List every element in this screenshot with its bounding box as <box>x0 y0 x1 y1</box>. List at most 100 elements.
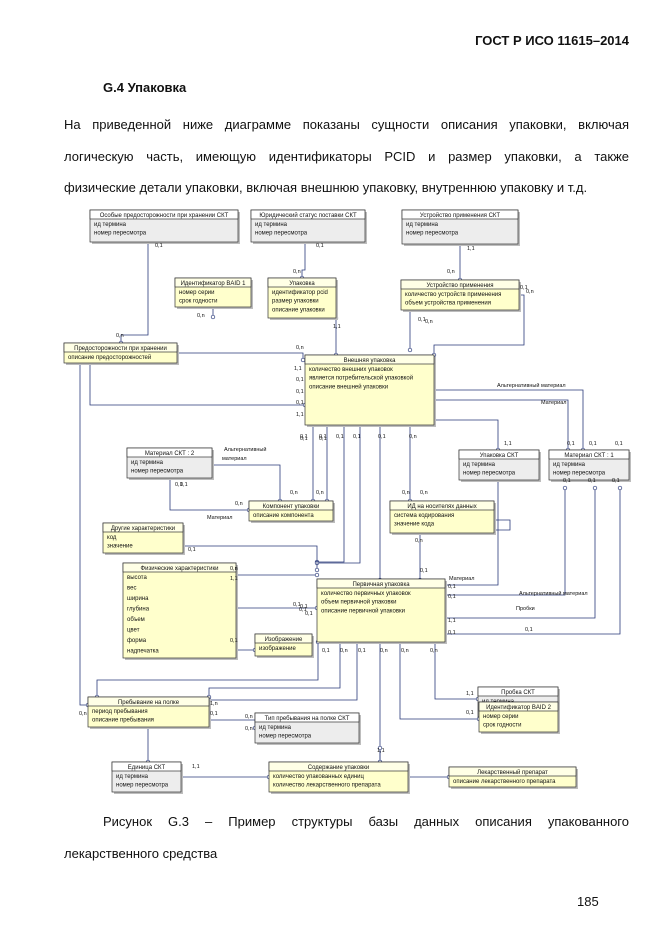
cardinality-marker <box>592 485 598 491</box>
entity-attribute: описание предосторожностей <box>68 354 151 361</box>
entity-attribute: номер пересмотра <box>131 469 184 475</box>
cardinality-label: 0,1 <box>588 478 596 484</box>
cardinality-label: Материал <box>207 515 233 521</box>
relationship-line <box>301 242 306 278</box>
cardinality-label: 0,1 <box>466 710 474 716</box>
entity-attribute: изображение <box>259 646 296 652</box>
relationship-line <box>445 488 566 596</box>
entity-e1: Особые предосторожности при хранении СКТ… <box>89 209 240 244</box>
relationship-line <box>96 642 319 697</box>
cardinality-label: 0,n <box>340 648 348 654</box>
entity-attribute: номер пересмотра <box>94 231 147 237</box>
entity-attribute: система кодирования <box>394 513 454 519</box>
relationship-line <box>433 294 525 355</box>
cardinality-label: 0,1 <box>418 317 426 323</box>
cardinality-label: 0,n <box>235 501 243 507</box>
entity-attribute: описание упаковки <box>272 307 325 313</box>
cardinality-marker <box>314 567 320 573</box>
cardinality-label: 1,1 <box>504 441 512 447</box>
entity-title: Предосторожности при хранении <box>74 346 167 352</box>
entity-attribute: количество упакованных единиц <box>273 774 364 780</box>
page-number: 185 <box>577 894 599 909</box>
cardinality-label: 1,1 <box>230 576 238 582</box>
entity-title: Юридический статус поставки СКТ <box>259 212 357 219</box>
entity-attribute: размер упаковки <box>272 299 319 305</box>
cardinality-label: 0,1 <box>299 607 307 613</box>
entity-attribute: объем <box>127 617 145 623</box>
relationship-line <box>494 519 511 531</box>
cardinality-label: 0,1 <box>353 434 361 440</box>
entity-title: Содержание упаковки <box>308 765 370 771</box>
cardinality-label: 1,1 <box>467 246 475 252</box>
cardinality-label: 0,1 <box>300 434 308 440</box>
cardinality-label: 0,1 <box>336 434 344 440</box>
entity-attribute: значение кода <box>394 522 435 528</box>
cardinality-label: 0,n <box>296 345 304 351</box>
entity-attribute: глубина <box>127 607 150 613</box>
document-header: ГОСТ Р ИСО 11615–2014 <box>475 33 629 48</box>
cardinality-label: 0,1 <box>188 547 196 553</box>
cardinality-label: 0,n <box>116 333 124 339</box>
entity-attribute: ширина <box>127 596 149 602</box>
entity-attribute: номер серии <box>179 290 215 296</box>
cardinality-label: 1,1 <box>333 324 341 330</box>
entity-attribute: объем устройства применения <box>405 300 491 307</box>
cardinality-label: 0,1 <box>520 285 528 291</box>
entity-attribute: ид термина <box>131 460 164 466</box>
entity-title: Пробка СКТ <box>501 690 535 696</box>
entity-title: Материал СКТ : 1 <box>564 453 614 459</box>
cardinality-marker <box>617 485 623 491</box>
entity-attribute: ид термина <box>116 774 149 780</box>
cardinality-label: 0,n <box>402 490 410 496</box>
entity-attribute: ид термина <box>94 222 127 228</box>
entity-title: ИД на носителях данных <box>407 504 476 510</box>
cardinality-label: 1,n <box>210 701 218 707</box>
entity-title: Тип пребывания на полке СКТ <box>265 716 350 722</box>
entity-attribute: количество внешних упаковок <box>309 367 393 373</box>
cardinality-label: 0,1 <box>589 441 597 447</box>
relationship-line <box>120 242 149 343</box>
entity-attribute: количество устройств применения <box>405 291 501 298</box>
cardinality-label: 0,1 <box>293 602 301 608</box>
entity-attribute: код <box>107 535 117 541</box>
cardinality-label: 0,1 <box>210 711 218 717</box>
relationship-line <box>434 399 569 450</box>
figure-caption-line-2: лекарственного средства <box>64 846 218 861</box>
cardinality-label: Материал <box>449 576 475 582</box>
entity-title: Физические характеристики <box>141 566 219 572</box>
entity-title: Другие характеристики <box>111 526 175 532</box>
cardinality-label: 0,n <box>380 648 388 654</box>
relationship-line <box>399 642 479 720</box>
cardinality-label: 0,1 <box>358 648 366 654</box>
entity-attribute: описание первичной упаковки <box>321 607 405 614</box>
section-title: G.4 Упаковка <box>103 80 187 95</box>
entity-attribute: ид термина <box>553 462 586 468</box>
cardinality-label: 0,1 <box>319 436 327 442</box>
entity-attribute: форма <box>127 638 147 644</box>
relationship-line <box>79 363 88 706</box>
relationship-line <box>183 545 318 570</box>
entity-attribute: ид термина <box>463 462 496 468</box>
entity-title: Идентификатор BAID 1 <box>181 281 247 287</box>
cardinality-label: 0,n <box>245 714 253 720</box>
entity-title: Идентификатор BAID 2 <box>486 705 552 711</box>
entity-attribute: номер пересмотра <box>255 231 308 237</box>
cardinality-label: 0,1 <box>316 243 324 249</box>
relationship-line <box>317 425 345 563</box>
entity-title: Единица СКТ <box>128 765 166 771</box>
entity-attribute: высота <box>127 575 147 581</box>
entity-title: Внешняя упаковка <box>344 358 397 364</box>
cardinality-label: 0,1 <box>296 377 304 383</box>
entity-title: Упаковка <box>289 281 315 287</box>
cardinality-label: 0,1 <box>230 638 238 644</box>
relationship-line <box>177 352 304 360</box>
cardinality-label: 0,n <box>230 566 238 572</box>
cardinality-label: 0,n <box>430 648 438 654</box>
